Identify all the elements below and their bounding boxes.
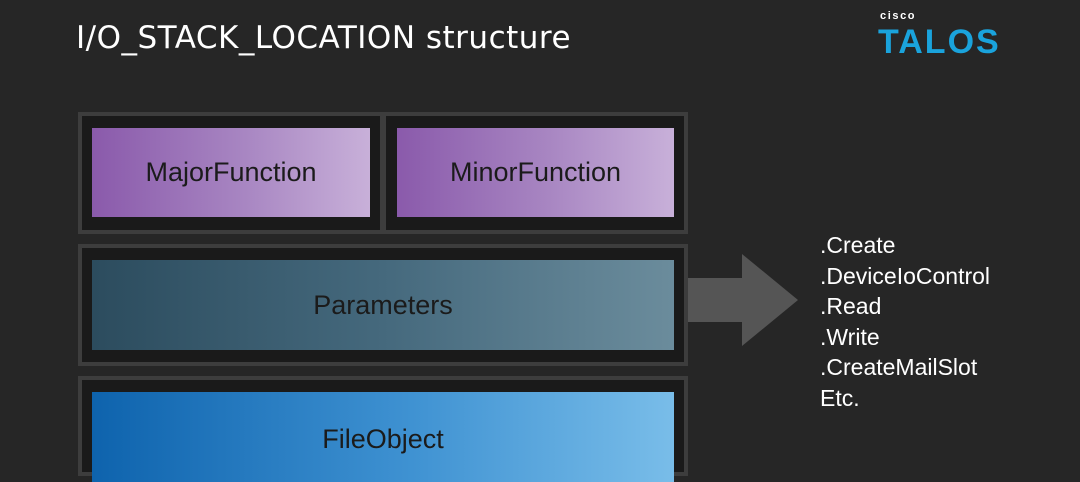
right-arrow-icon xyxy=(688,254,798,346)
major-function-box: MajorFunction xyxy=(92,128,370,217)
file-object-label: FileObject xyxy=(322,424,444,454)
logo-cisco-text: cisco xyxy=(880,10,917,22)
list-item: .Read xyxy=(820,293,882,319)
list-item: Etc. xyxy=(820,384,860,411)
list-item: .CreateMailSlot xyxy=(820,354,978,380)
arrow-shape xyxy=(688,254,798,346)
parameters-label: Parameters xyxy=(313,289,453,320)
list-item: .Create xyxy=(820,232,896,258)
parameter-list: .Create .DeviceIoControl .Read .Write .C… xyxy=(820,230,990,413)
minor-function-box: MinorFunction xyxy=(397,128,674,217)
cisco-talos-logo: cisco TALOS xyxy=(872,8,1022,62)
page-title: I/O_STACK_LOCATION structure xyxy=(76,20,572,56)
list-item: .DeviceIoControl xyxy=(820,262,991,289)
minor-function-label: MinorFunction xyxy=(449,157,622,187)
major-function-label: MajorFunction xyxy=(145,157,317,187)
parameters-box: Parameters xyxy=(92,260,674,350)
logo-talos-text: TALOS xyxy=(878,23,1001,61)
file-object-box: FileObject xyxy=(92,392,674,482)
list-item: .Write xyxy=(820,323,880,350)
